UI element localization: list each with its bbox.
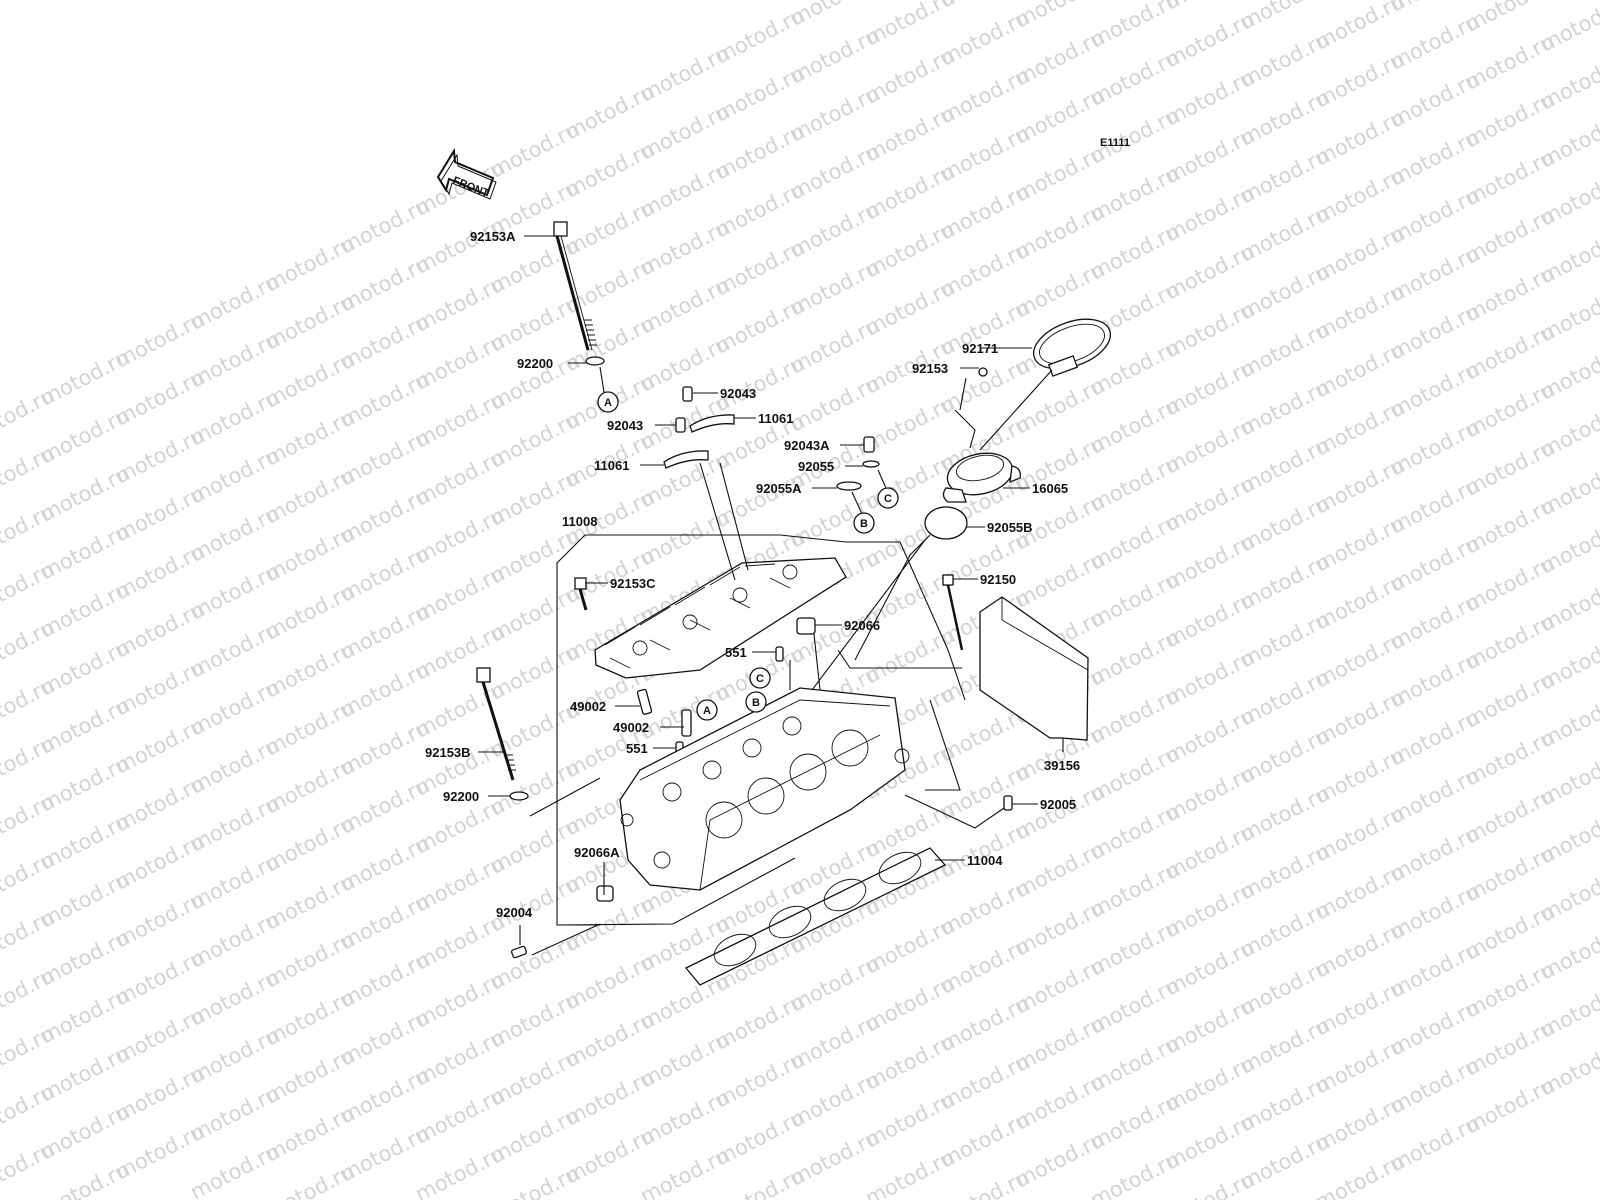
label-92066a: 92066A	[574, 845, 620, 860]
washer-top-drawing	[585, 356, 605, 366]
callout-c-top: C	[877, 487, 899, 509]
label-92043-b: 92043	[607, 418, 643, 433]
cap-11061-a-drawing	[689, 414, 735, 433]
watermark-text: motod.ru	[1536, 687, 1600, 752]
part-labels: 92153A 92200 92043 92043 11061 11061 920…	[425, 229, 1080, 920]
callout-a-head: A	[696, 699, 718, 721]
plug-92066a-drawing	[596, 885, 614, 902]
label-11061-b: 11061	[594, 458, 629, 473]
label-92153: 92153	[912, 361, 948, 376]
diagram-code: E1111	[1100, 137, 1130, 149]
label-92153c: 92153C	[610, 576, 656, 591]
watermark-text: motod.ru	[1536, 281, 1600, 346]
label-92153a: 92153A	[470, 229, 516, 244]
gasket-11004-drawing	[684, 847, 947, 986]
watermark-text: motod.ru	[1536, 803, 1600, 868]
svg-text:A: A	[604, 397, 612, 409]
watermark-text: motod.ru	[1536, 1035, 1600, 1100]
bolt-92150-drawing	[942, 574, 964, 651]
bolt-92153b-drawing	[476, 667, 516, 781]
guide-49002-b-drawing	[681, 709, 692, 737]
watermark-text: motod.ru	[1536, 223, 1600, 288]
screw-92153-drawing	[978, 367, 988, 377]
label-49002-a: 49002	[570, 699, 606, 714]
svg-text:C: C	[756, 673, 764, 685]
watermark-text: motod.ru	[1536, 513, 1600, 578]
part-drawings	[476, 221, 1111, 986]
label-39156: 39156	[1044, 758, 1080, 773]
leader-lines	[478, 235, 1064, 956]
cover-39156-drawing	[979, 596, 1089, 741]
label-92004: 92004	[496, 905, 533, 920]
washer-bottom-drawing	[509, 791, 529, 801]
svg-text:B: B	[752, 697, 760, 709]
label-92043a: 92043A	[784, 438, 830, 453]
callout-a-top: A	[597, 391, 619, 413]
watermark-text: motod.ru	[1536, 919, 1600, 984]
label-92055: 92055	[798, 459, 834, 474]
label-92066: 92066	[844, 618, 880, 633]
watermark-text: motod.ru	[1536, 571, 1600, 636]
svg-text:B: B	[860, 518, 868, 530]
watermark-text: motod.ru	[861, 0, 958, 50]
dowel-92043-a-drawing	[682, 386, 693, 402]
label-92055a: 92055A	[756, 481, 802, 496]
label-92200-top: 92200	[517, 356, 553, 371]
plug-92066-drawing	[796, 617, 816, 635]
watermark-text: motod.ru	[1536, 977, 1600, 1042]
label-551-a: 551	[725, 645, 747, 660]
label-92171: 92171	[962, 341, 998, 356]
label-92200-bottom: 92200	[443, 789, 479, 804]
watermark-text: motod.ru	[1536, 49, 1600, 114]
label-11008: 11008	[562, 514, 597, 529]
label-551-b: 551	[626, 741, 648, 756]
callout-b-top: B	[853, 512, 875, 534]
cylinder-head-drawing	[619, 687, 910, 891]
watermark-text: motod.ru	[1536, 107, 1600, 172]
dowel-92043-b-drawing	[675, 417, 686, 433]
label-11004: 11004	[967, 853, 1003, 868]
label-16065: 16065	[1032, 481, 1068, 496]
dowel-92043a-drawing	[863, 436, 875, 453]
label-11061-a: 11061	[758, 411, 793, 426]
label-92055b: 92055B	[987, 520, 1033, 535]
watermark-text: motod.ru	[1536, 339, 1600, 404]
label-92150: 92150	[980, 572, 1016, 587]
cap-11061-b-drawing	[663, 450, 709, 469]
label-49002-b: 49002	[613, 720, 649, 735]
watermark-text: motod.ru	[1536, 0, 1600, 56]
stud-92004-drawing	[510, 945, 528, 959]
callout-c-head: C	[749, 667, 771, 689]
callout-b-head: B	[745, 691, 767, 713]
watermark-text: motod.ru	[1536, 629, 1600, 694]
label-92153b: 92153B	[425, 745, 471, 760]
oring-92055-drawing	[862, 460, 880, 468]
svg-text:A: A	[703, 705, 711, 717]
watermark-text: motod.ru	[1536, 455, 1600, 520]
watermark-text: motod.ru	[1536, 861, 1600, 926]
oring-92055a-drawing	[836, 481, 862, 491]
watermark-text: motod.ru	[1536, 745, 1600, 810]
bolt-92153a-drawing	[553, 221, 597, 351]
watermark-text: motod.ru	[1536, 165, 1600, 230]
watermark-text: motod.ru	[1536, 397, 1600, 462]
guide-49002-a-drawing	[636, 688, 653, 715]
label-92043-a: 92043	[720, 386, 756, 401]
label-92005: 92005	[1040, 797, 1076, 812]
pin-551-a-drawing	[775, 646, 784, 662]
oring-92055b-drawing	[924, 506, 968, 540]
clamp-92171-drawing	[1033, 318, 1111, 377]
holder-16065-drawing	[942, 452, 1021, 503]
svg-text:C: C	[884, 493, 892, 505]
fitting-92005-drawing	[1003, 795, 1013, 811]
cap-assembly-11008-drawing	[594, 557, 847, 679]
